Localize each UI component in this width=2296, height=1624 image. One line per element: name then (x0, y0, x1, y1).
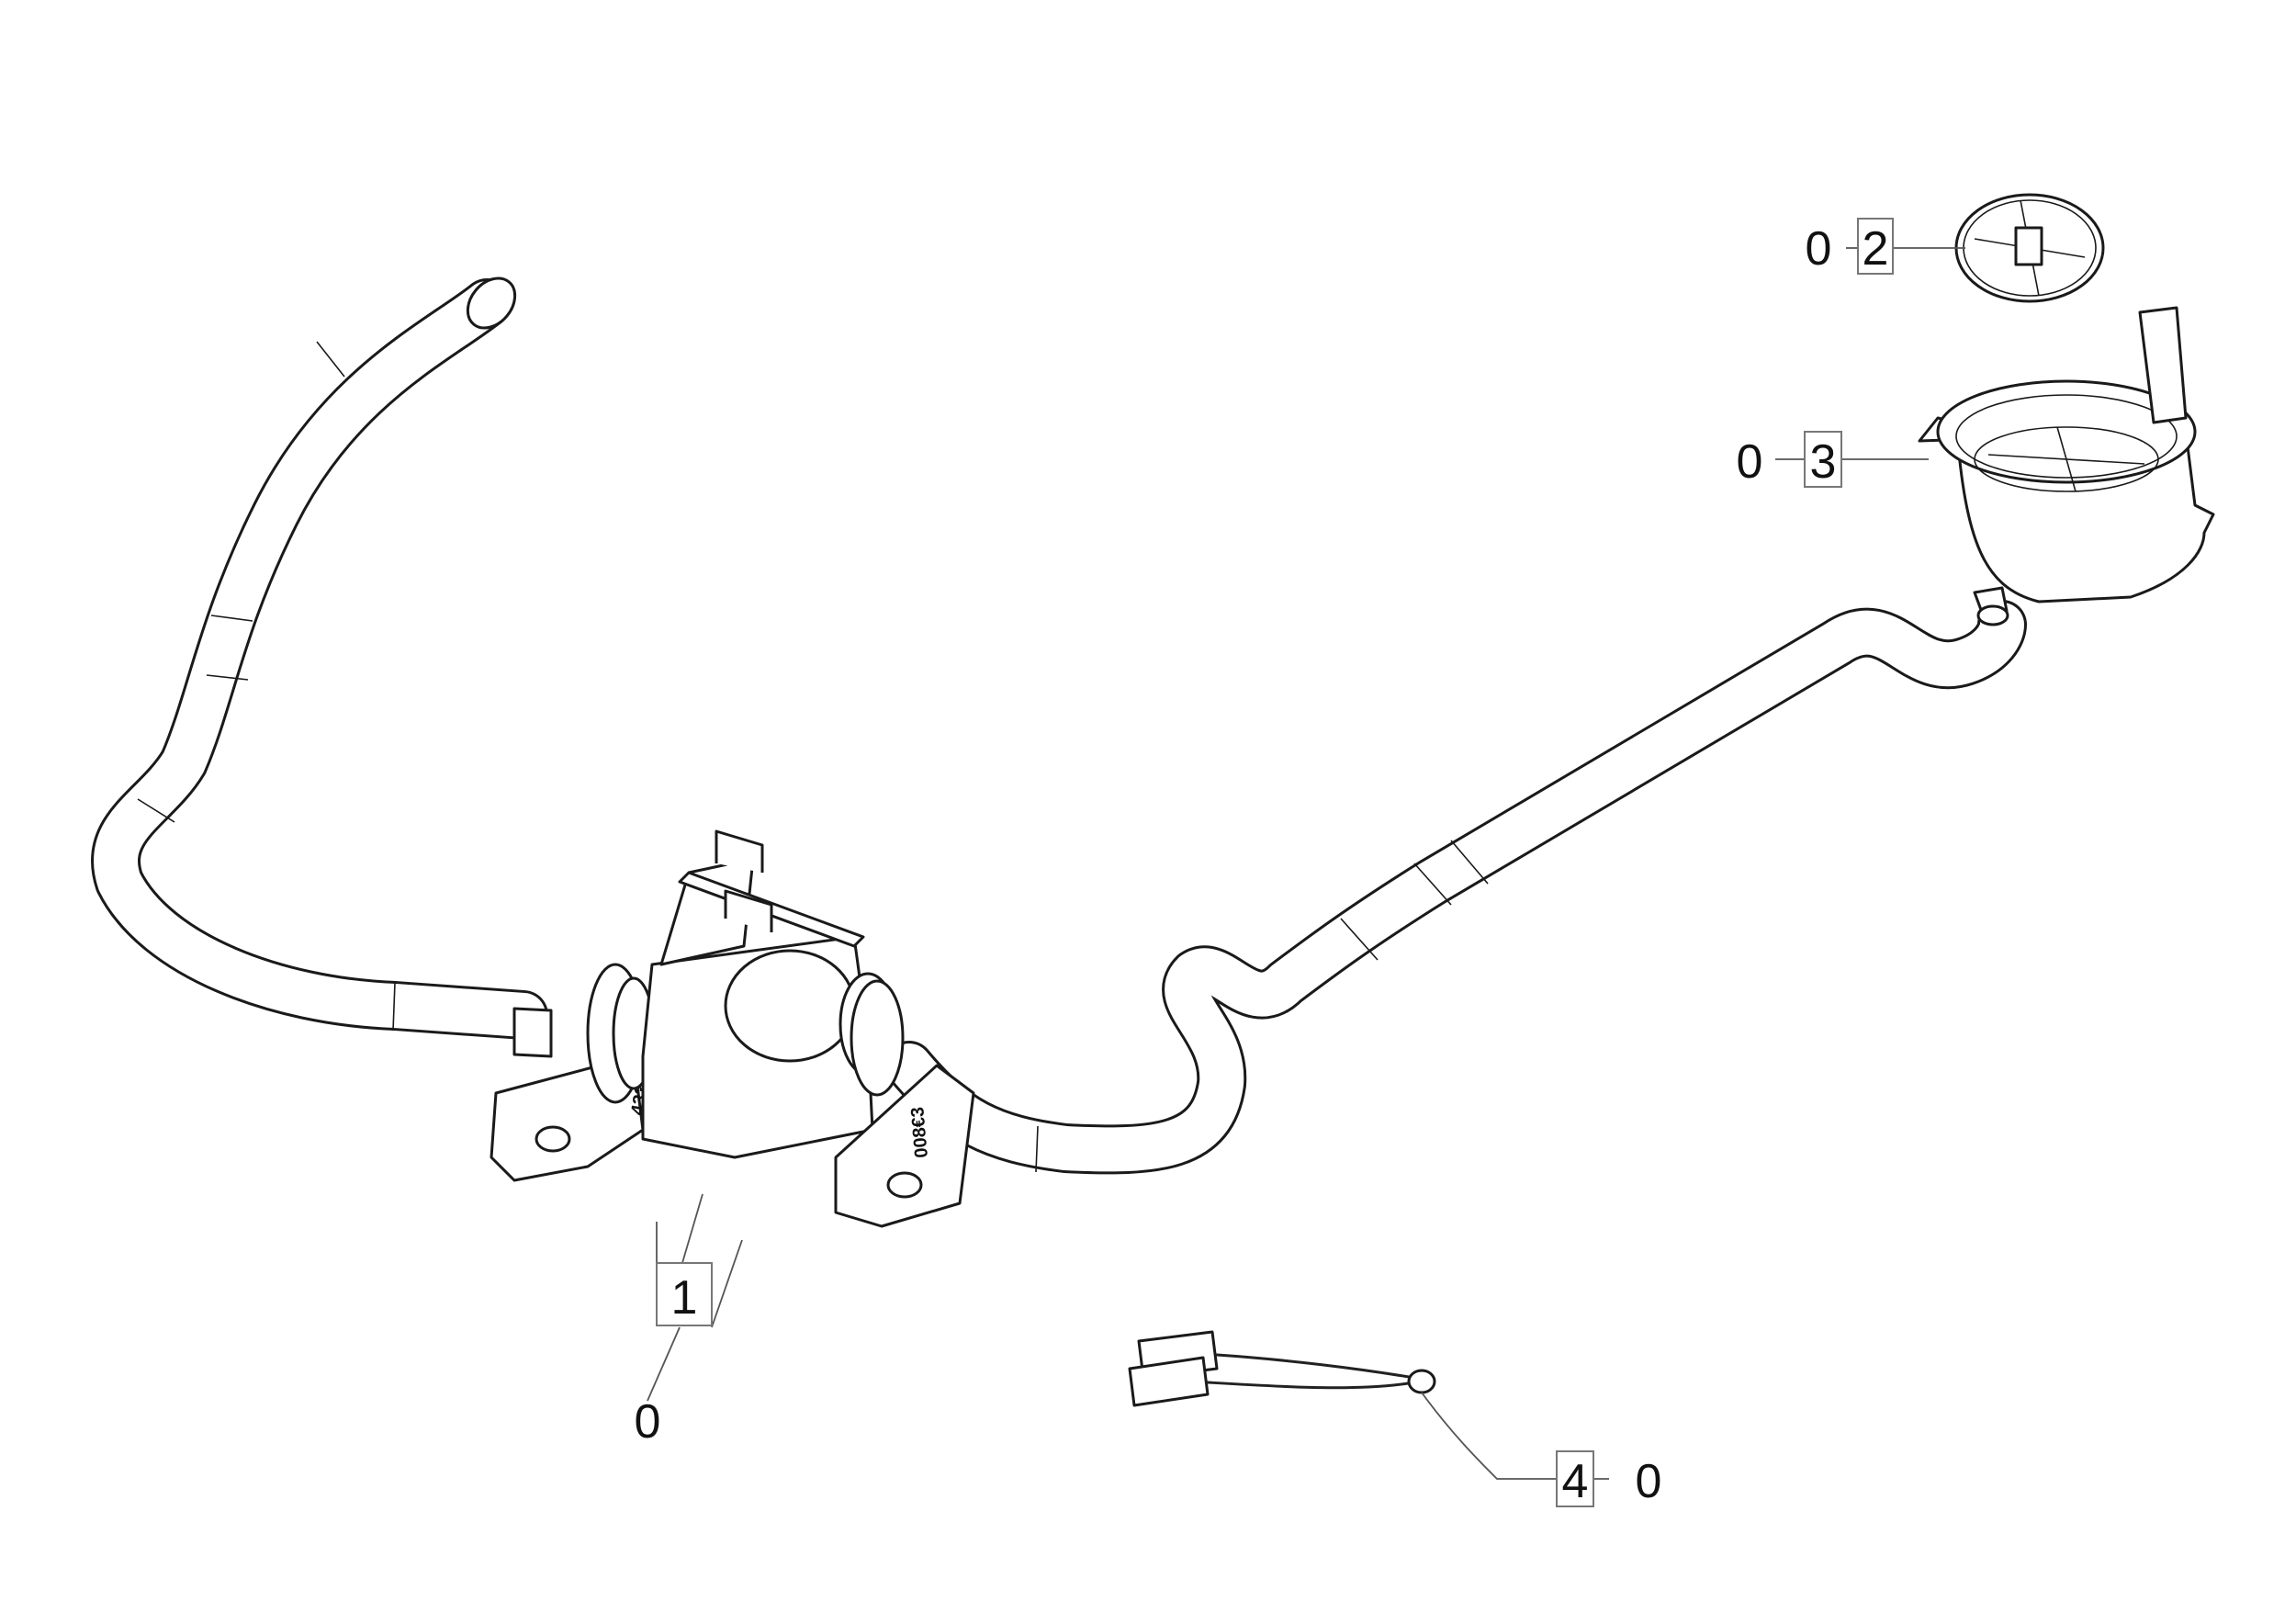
callout-3: 0 3 (1737, 431, 1842, 489)
callout-1: 1 0 (635, 1262, 713, 1449)
sensor-cable (1128, 1330, 1436, 1407)
callout-3-number: 3 (1810, 435, 1837, 489)
callout-2-number: 2 (1863, 222, 1889, 276)
callout-4: 4 0 (1556, 1450, 1662, 1508)
callout-1-qty: 0 (635, 1395, 661, 1449)
callout-1-box (656, 1262, 713, 1326)
callout-3-qty: 0 (1737, 435, 1763, 489)
callout-2-qty: 0 (1806, 222, 1832, 276)
filter-housing (1918, 306, 2215, 626)
leader-lines (647, 247, 1965, 1480)
stamp-right: 008€3 (907, 1106, 932, 1158)
callout-2-box (1857, 218, 1894, 275)
callout-1-number: 1 (671, 1271, 698, 1325)
callout-4-qty: 0 (1636, 1455, 1662, 1508)
hose (91, 276, 2027, 1175)
callout-3-box (1804, 431, 1842, 488)
callout-4-number: 4 (1562, 1455, 1589, 1508)
callout-2: 0 2 (1806, 218, 1894, 276)
callout-4-box (1556, 1450, 1594, 1507)
filter-disc (1954, 193, 2105, 303)
solenoid-valve: 433601 008€3 (490, 829, 975, 1228)
